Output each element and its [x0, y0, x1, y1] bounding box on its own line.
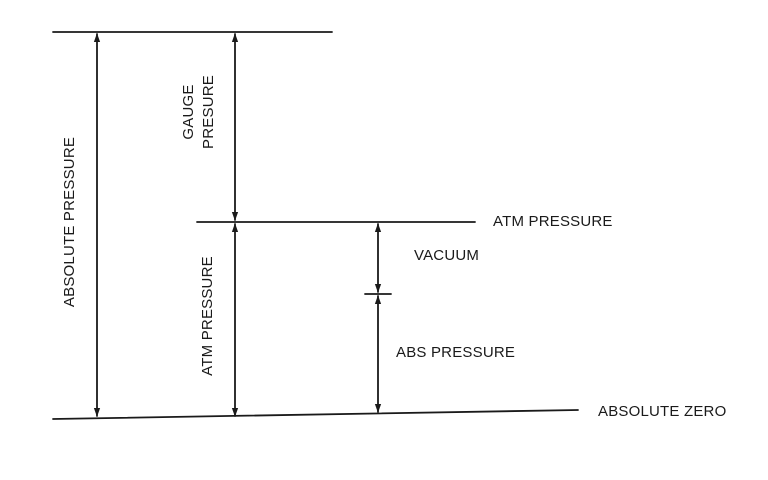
gauge-pressure-label-line1: GAUGE [180, 84, 197, 139]
absolute-zero-line [52, 409, 579, 420]
absolute-pressure-label: ABSOLUTE PRESSURE [61, 137, 78, 307]
abs-pressure-label: ABS PRESSURE [396, 344, 515, 361]
gauge-pressure-label-line2: PRESURE [200, 75, 217, 149]
atm-pressure-vertical-label: ATM PRESSURE [199, 256, 216, 376]
vacuum-label: VACUUM [414, 247, 479, 264]
atm-pressure-level-label: ATM PRESSURE [493, 213, 613, 230]
absolute-zero-label: ABSOLUTE ZERO [598, 403, 726, 420]
